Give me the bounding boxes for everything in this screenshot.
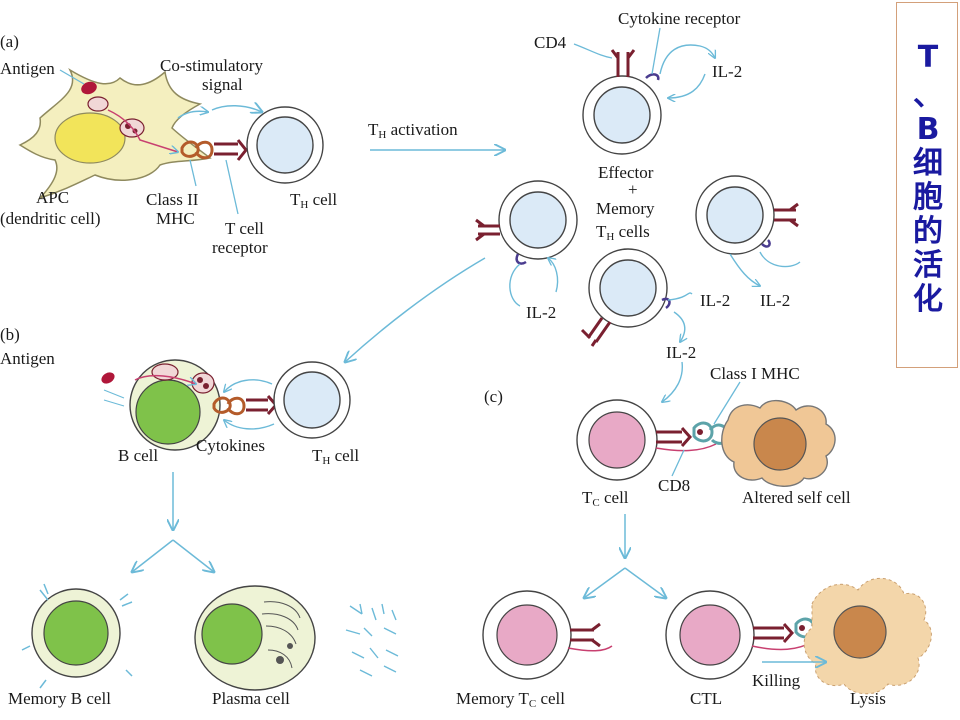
side-title-char-6: 的: [913, 214, 943, 249]
altered-self-cell-label: Altered self cell: [742, 488, 851, 507]
il2-right-label: IL-2: [760, 291, 790, 310]
th-cell-a: [246, 106, 324, 184]
effector-th-cell-top: [582, 49, 662, 155]
antigen-a-label: Antigen: [0, 59, 55, 78]
side-title-char-7: 活: [913, 248, 943, 283]
effector-th-cell-bottom: [580, 248, 671, 347]
tc-cell-label: TC cell: [582, 488, 629, 509]
apc-dendritic-cell: [18, 68, 212, 200]
apc-label: APC: [36, 188, 69, 207]
class2-leader: [189, 159, 197, 187]
memory-label: Memory: [596, 199, 655, 218]
antibodies: [345, 603, 399, 677]
th-cells-label: TH cells: [596, 222, 650, 243]
class2-label-1: Class II: [146, 190, 199, 209]
b-cell: [129, 359, 221, 451]
tcr-label-1: T cell: [225, 219, 264, 238]
costim-label-2: signal: [202, 75, 243, 94]
il2-left-label: IL-2: [526, 303, 556, 322]
class1-label: Class I MHC: [710, 364, 800, 383]
th-cell-a-label: TH cell: [290, 190, 337, 211]
plus-label: +: [628, 180, 638, 199]
side-title-box: T 、 B 细 胞 的 活 化: [896, 2, 958, 368]
cd8-label: CD8: [658, 476, 690, 495]
altered-self-cell: [721, 400, 836, 487]
memory-tc-cell: [482, 590, 613, 680]
lysis-label: Lysis: [850, 689, 886, 708]
mhc-tcr-complex-a: [180, 139, 248, 161]
b-cell-label: B cell: [118, 446, 158, 465]
cytokine-receptor-label: Cytokine receptor: [618, 9, 741, 28]
side-title-char-5: 胞: [913, 180, 943, 215]
th-cell-b-label: TH cell: [312, 446, 359, 467]
th-to-b-arrow: [345, 257, 486, 362]
side-title-char-2: 、: [913, 78, 943, 113]
effector-label: Effector: [598, 163, 654, 182]
ctl-cell: [665, 590, 813, 680]
th-cell-b: [273, 361, 351, 439]
side-title-char-3: B: [916, 112, 940, 147]
memory-b-cell-label: Memory B cell: [8, 689, 111, 708]
killing-label: Killing: [752, 671, 801, 690]
antigen-particle-a: [81, 81, 97, 95]
il2-top-label: IL-2: [712, 62, 742, 81]
side-title-char-8: 化: [913, 282, 943, 317]
panel-b-label: (b): [0, 325, 20, 344]
plasma-cell-label: Plasma cell: [212, 689, 290, 708]
cytokines-label: Cytokines: [196, 436, 265, 455]
antigen-particle-b: [101, 372, 115, 384]
tc-cell: [576, 399, 717, 481]
effector-th-cell-left: [475, 180, 578, 265]
ctl-label: CTL: [690, 689, 722, 708]
memory-tc-cell-label: Memory TC cell: [456, 689, 565, 710]
costim-label-1: Co-stimulatory: [160, 56, 263, 75]
panel-c-label: (c): [484, 387, 503, 406]
lysed-cell: [803, 577, 932, 695]
mhc-tcr-complex-b: [212, 395, 279, 416]
side-title-char-1: T: [917, 40, 939, 75]
side-title-char-4: 细: [913, 146, 943, 181]
effector-th-cell-right: [695, 175, 799, 255]
antigen-b-label: Antigen: [0, 349, 55, 368]
plasma-cell: [194, 585, 316, 691]
il2-mid-label: IL-2: [700, 291, 730, 310]
tcr-leader: [225, 159, 239, 215]
antigen-a-leader: [59, 69, 85, 85]
tcr-label-2: receptor: [212, 238, 268, 257]
class2-label-2: MHC: [156, 209, 195, 228]
memory-b-cell: [21, 583, 133, 689]
il2-down-label: IL-2: [666, 343, 696, 362]
costim-arrow-2: [177, 111, 208, 119]
cd4-label: CD4: [534, 33, 567, 52]
panel-a-label: (a): [0, 32, 19, 51]
th-activation-label: TH activation: [368, 120, 458, 141]
apc-subtitle: (dendritic cell): [0, 209, 101, 228]
costim-arrow: [211, 106, 262, 112]
